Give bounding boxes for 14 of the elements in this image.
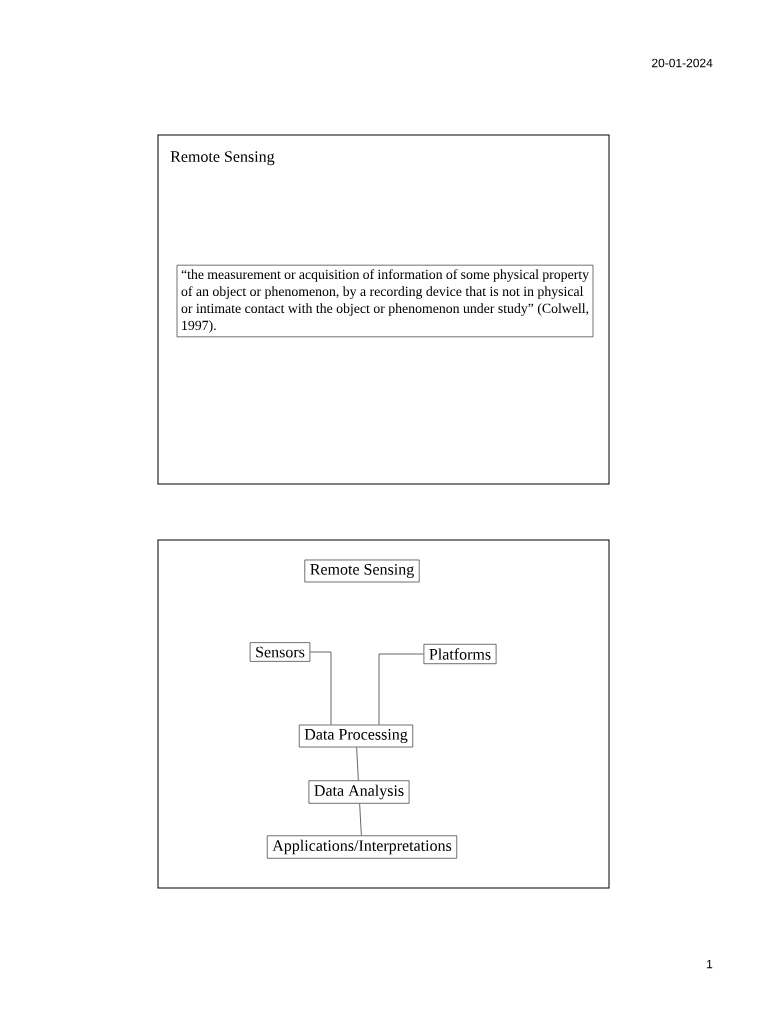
- connector-line: [359, 803, 362, 836]
- page-number: 1: [707, 959, 713, 969]
- process-box: Data Processing: [298, 724, 414, 748]
- connector-line: [356, 747, 359, 781]
- process-box: Sensors: [249, 642, 311, 662]
- date-text: 20-01-2024: [652, 58, 713, 68]
- process-box: Data Analysis: [308, 780, 410, 804]
- connector-line: [309, 651, 332, 725]
- quote-box: “the measurement or acquisition of information of some physical property of an object or phenomenon, by a recording device that is not in physical or intimate contact with the object or phenomenon under study” (Colwell, 1997).: [176, 264, 594, 338]
- process-box: Platforms: [423, 643, 497, 665]
- slide-frame: [157, 539, 610, 889]
- connector-line: [378, 653, 424, 725]
- process-box: Remote Sensing: [304, 559, 420, 583]
- process-box: Applications/Interpretations: [266, 835, 458, 859]
